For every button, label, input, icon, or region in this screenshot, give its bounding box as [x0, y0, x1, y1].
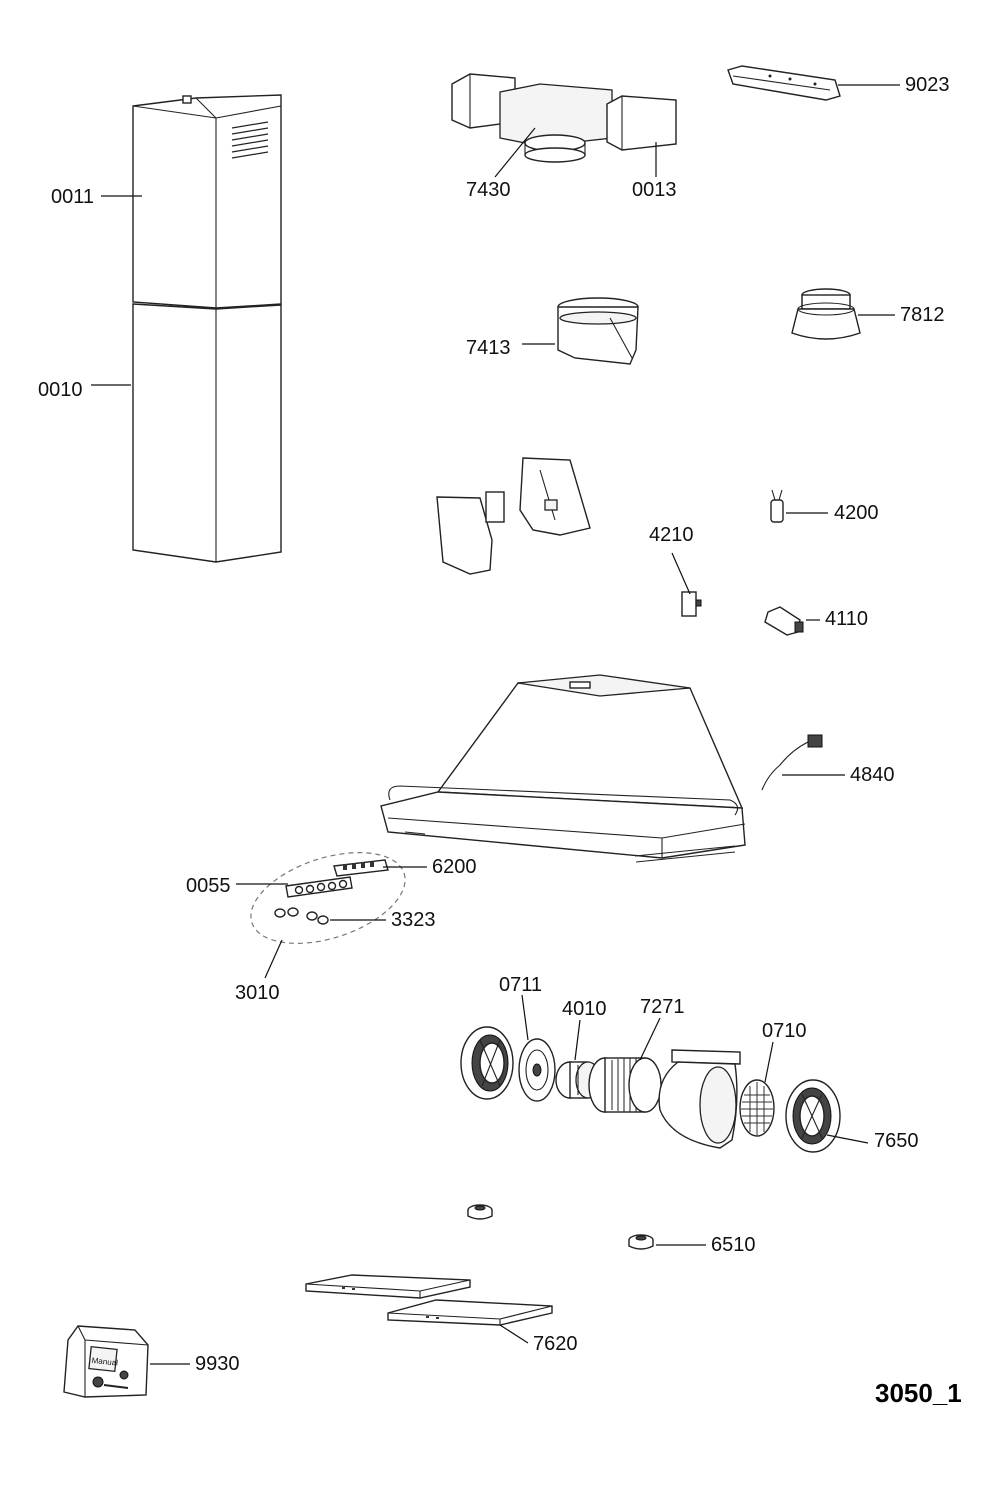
grease-filter-right-part[interactable] [387, 1299, 553, 1326]
bag-manual-text: Manual [91, 1356, 118, 1368]
filter-cover-right-part[interactable] [785, 1079, 841, 1153]
power-cable-part[interactable] [761, 734, 823, 791]
label-0711: 0711 [499, 974, 542, 996]
flange-part[interactable] [791, 288, 861, 340]
label-4210: 4210 [649, 524, 694, 546]
chimney-upper-part[interactable] [132, 94, 282, 309]
label-9930: 9930 [195, 1353, 240, 1375]
lamp-left-part[interactable] [467, 1204, 493, 1220]
grille-part[interactable] [739, 1079, 775, 1137]
label-7413: 7413 [466, 337, 511, 359]
label-7620: 7620 [533, 1333, 578, 1355]
diagram-reference-code: 3050_1 [875, 1378, 962, 1408]
label-4200: 4200 [834, 502, 879, 524]
label-0010: 0010 [38, 379, 83, 401]
capacitor-part[interactable] [770, 489, 784, 523]
label-3010: 3010 [235, 982, 280, 1004]
label-7271: 7271 [640, 996, 685, 1018]
label-0011: 0011 [51, 186, 94, 208]
label-4840: 4840 [850, 764, 895, 786]
filter-cover-left-part[interactable] [460, 1026, 514, 1100]
label-0055: 0055 [186, 875, 231, 897]
label-3323: 3323 [391, 909, 436, 931]
duct-connector-part[interactable] [451, 73, 677, 163]
label-7650: 7650 [874, 1130, 919, 1152]
control-panel-group[interactable] [240, 835, 417, 961]
motor-plate-part[interactable] [518, 1038, 556, 1102]
blower-housing-part[interactable] [658, 1049, 741, 1149]
fan-wheel-part[interactable] [588, 1057, 662, 1113]
label-4010: 4010 [562, 998, 607, 1020]
label-0710: 0710 [762, 1020, 807, 1042]
accessory-bag-part[interactable]: Manual [63, 1325, 149, 1398]
control-board-assembly[interactable] [436, 457, 591, 575]
grease-filter-left-part[interactable] [305, 1274, 471, 1299]
chimney-lower-part[interactable] [132, 303, 282, 563]
switch-part[interactable] [681, 591, 702, 617]
bracket-part[interactable] [727, 65, 841, 101]
motor-part[interactable] [555, 1061, 601, 1099]
duct-adapter-part[interactable] [557, 297, 639, 365]
label-6510: 6510 [711, 1234, 756, 1256]
label-7812: 7812 [900, 304, 945, 326]
hood-body-part[interactable] [380, 674, 746, 863]
label-9023: 9023 [905, 74, 950, 96]
label-7430: 7430 [466, 179, 511, 201]
transformer-part[interactable] [764, 606, 804, 636]
label-6200: 6200 [432, 856, 477, 878]
label-0013: 0013 [632, 179, 677, 201]
label-4110: 4110 [825, 608, 868, 630]
lamp-right-part[interactable] [628, 1234, 654, 1250]
